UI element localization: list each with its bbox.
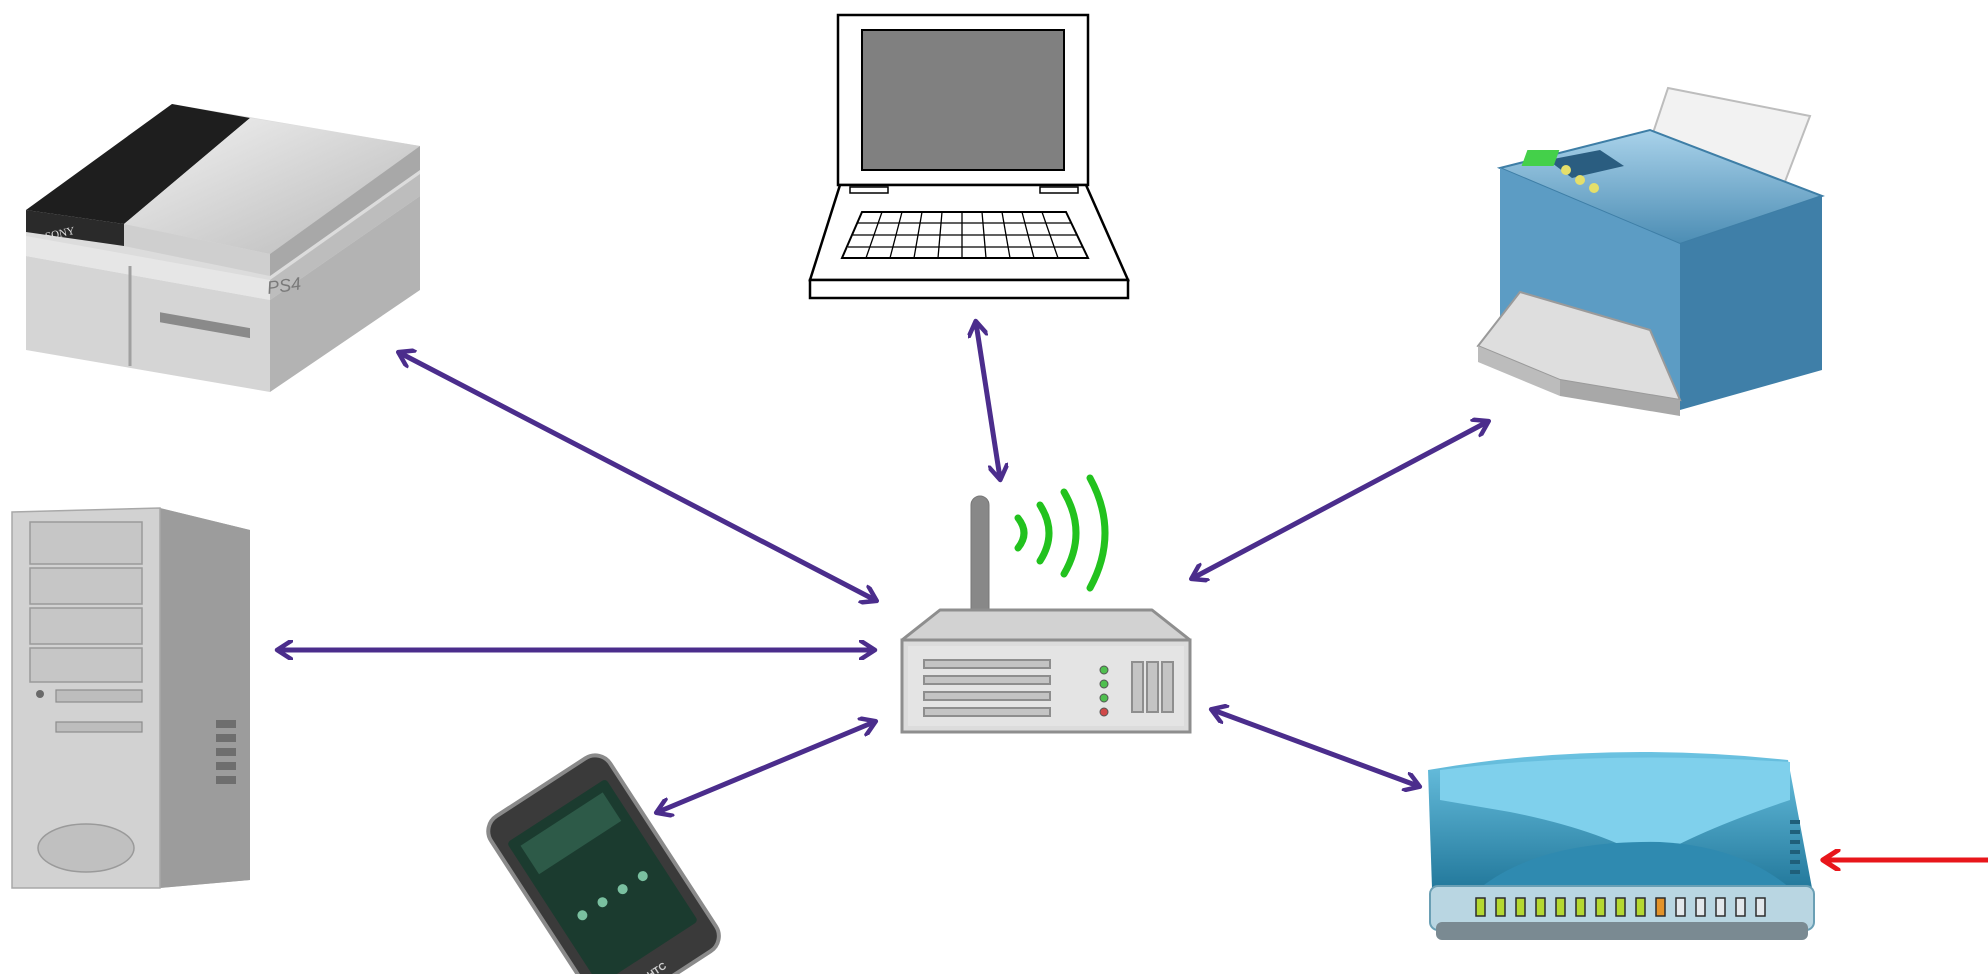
printer-icon <box>1476 86 1825 416</box>
smartphone-icon: HTC <box>486 753 721 974</box>
console-model-label: PS4 <box>266 273 302 298</box>
connections <box>279 323 1988 860</box>
arrow-router-modem <box>1213 710 1418 786</box>
arrow-router-laptop <box>976 323 1000 478</box>
wifi-router-icon <box>900 495 1192 734</box>
arrow-router-ps4 <box>400 353 875 600</box>
arrow-router-phone <box>658 722 874 812</box>
arrow-router-printer <box>1193 422 1487 578</box>
wifi-signal-icon <box>1014 474 1109 592</box>
game-console-icon: SONY PS4 <box>26 104 420 392</box>
desktop-tower-icon <box>11 507 250 889</box>
modem-icon <box>1428 752 1815 940</box>
laptop-icon <box>808 13 1130 300</box>
